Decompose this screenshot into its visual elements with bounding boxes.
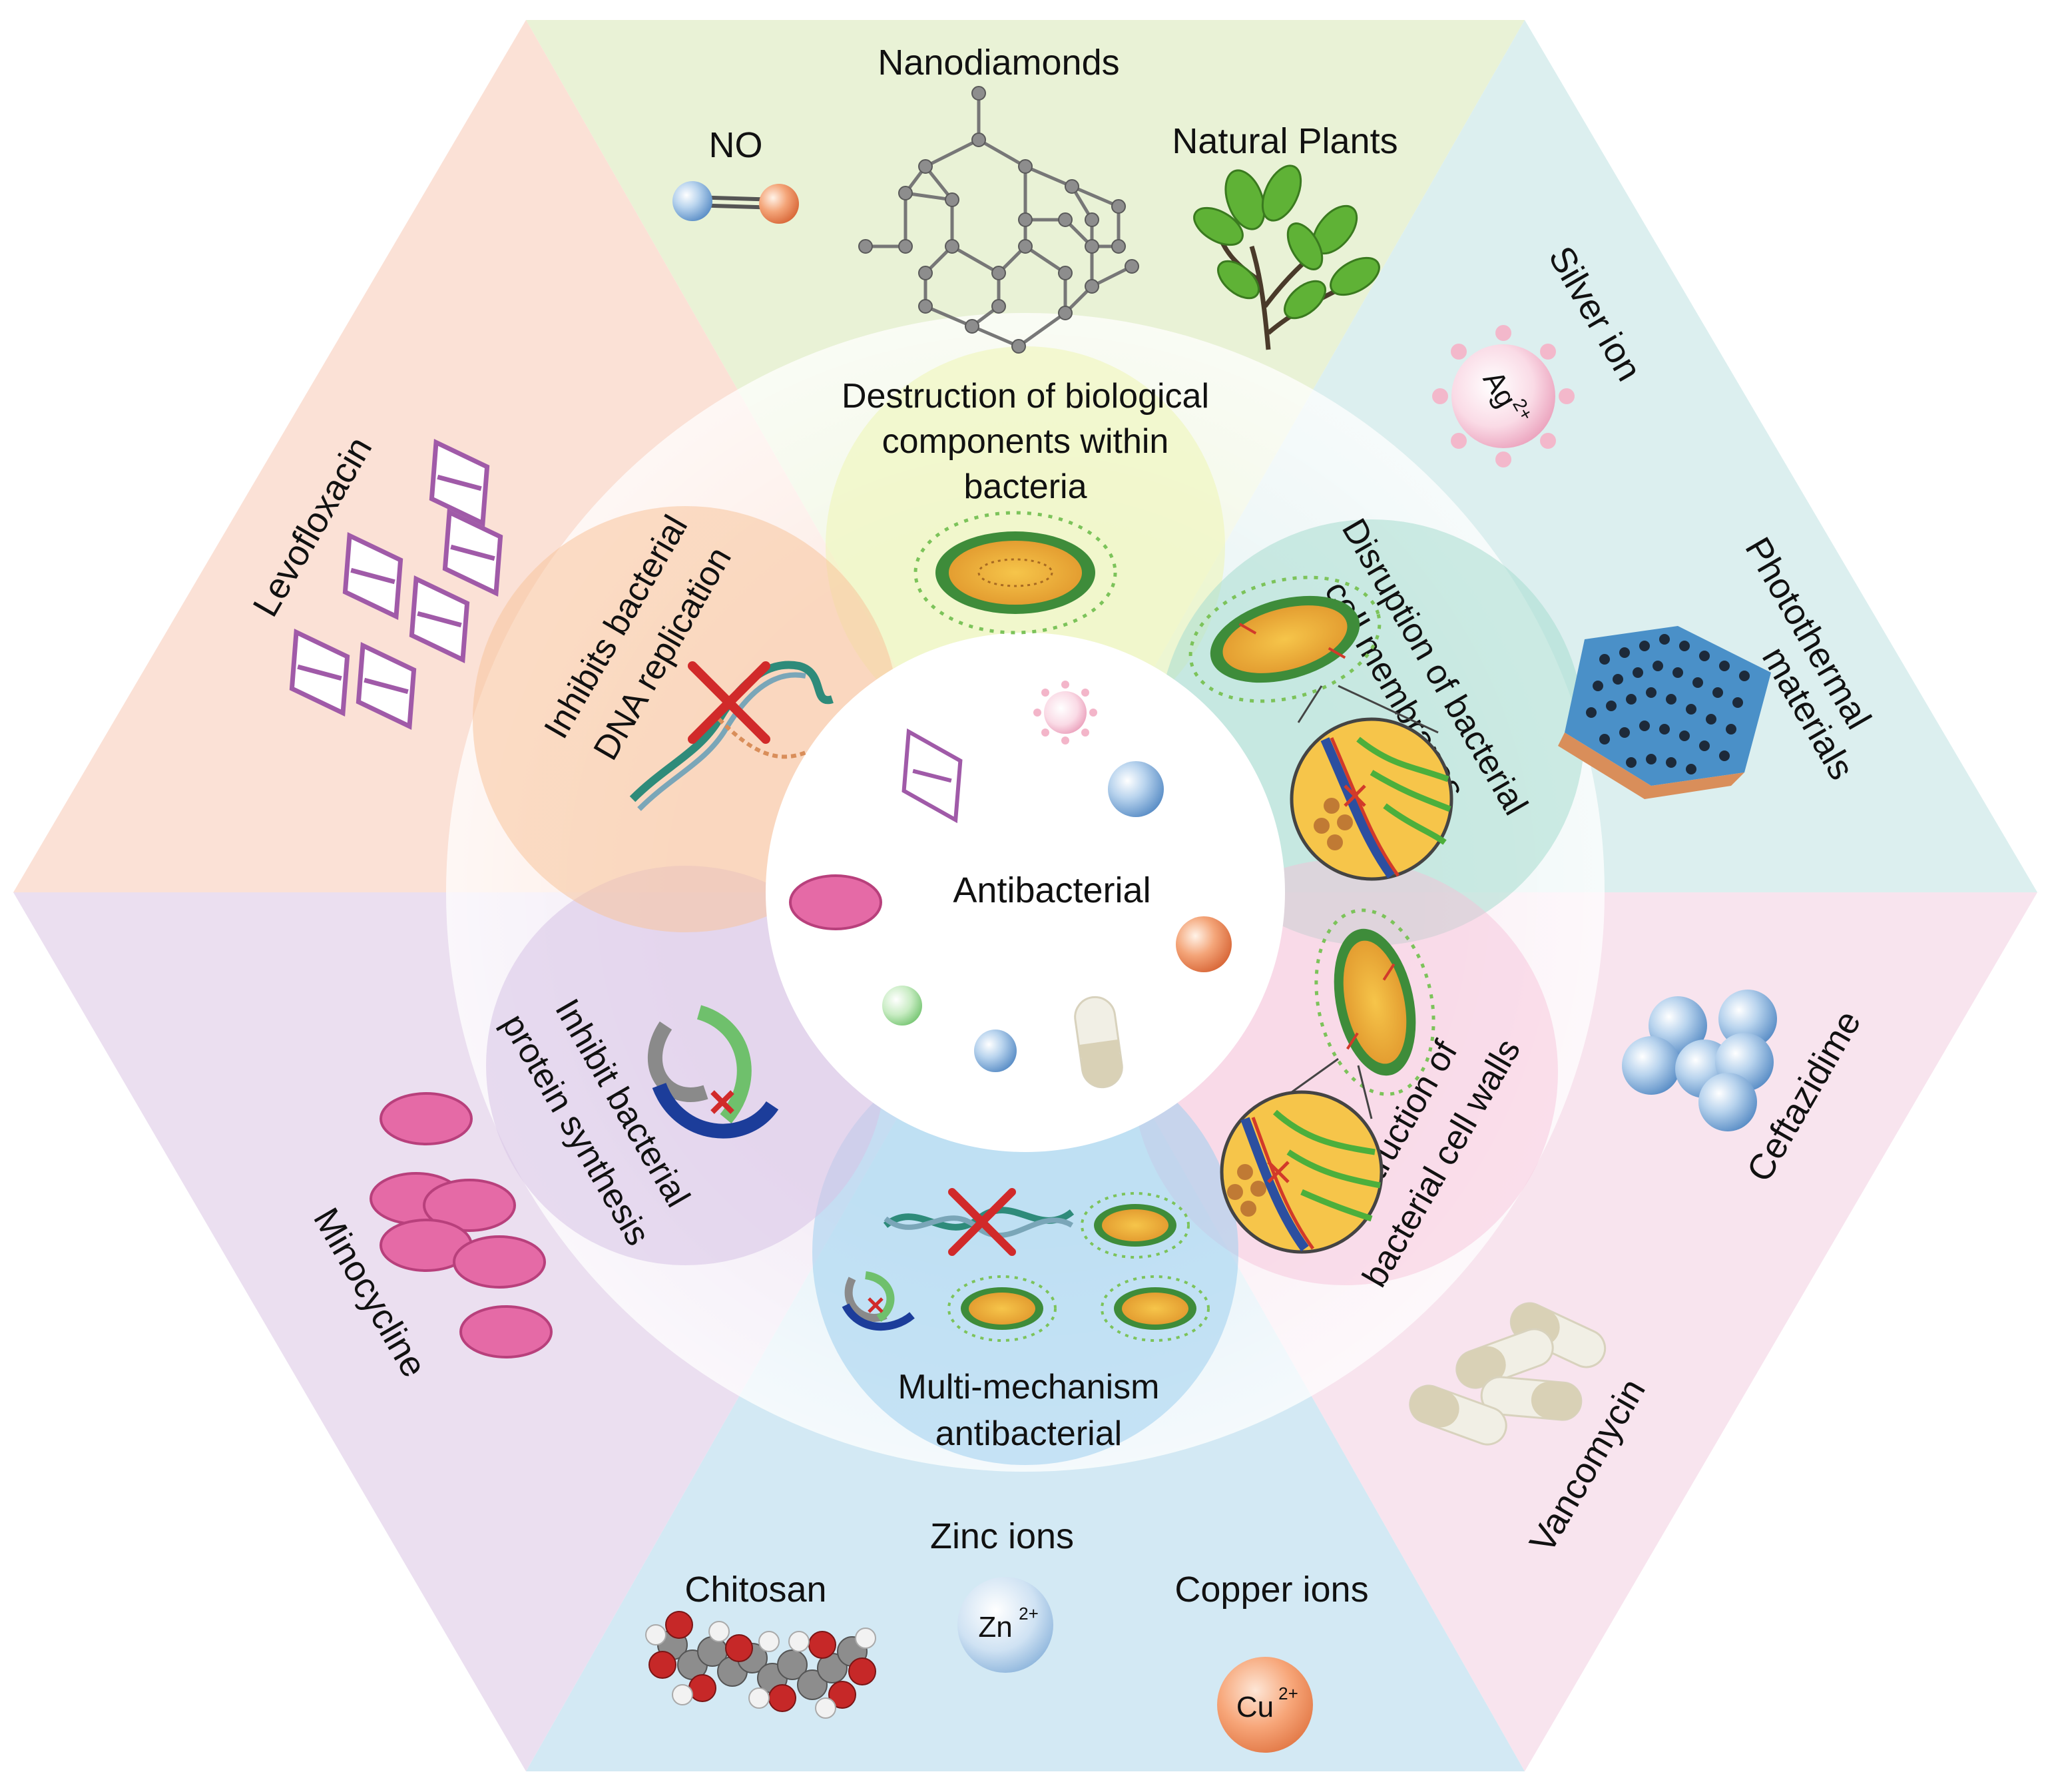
nanodiamonds-label: Nanodiamonds <box>878 43 1119 83</box>
center-label: Antibacterial <box>953 870 1151 910</box>
vancomycin-capsules-icon <box>1409 1302 1607 1446</box>
zinc-ions-label: Zinc ions <box>930 1516 1074 1556</box>
dna-crossed-icon <box>883 1188 1075 1256</box>
mechanism-top-line-3: bacteria <box>964 467 1087 506</box>
chitosan-molecule-icon <box>645 1611 876 1719</box>
center-icons: Antibacterial <box>789 681 1232 1089</box>
copper-symbol: Cu <box>1236 1691 1274 1723</box>
no-label: NO <box>709 125 763 165</box>
copper-ions-label: Copper ions <box>1174 1570 1368 1610</box>
sector-top-content: Nanodiamonds NO Natural Plants <box>672 43 1398 635</box>
bottom-bacterium-icon-3 <box>1101 1275 1210 1342</box>
pink-tablet-icon <box>789 874 882 930</box>
mechanism-top-line-2: components within <box>882 422 1169 461</box>
mechanism-top-line-1: Destruction of biological <box>842 377 1209 416</box>
membrane-bacterium-icon <box>1188 575 1382 703</box>
plant-icon <box>1193 164 1380 350</box>
ceftazidime-spheres-icon <box>1622 990 1777 1131</box>
no-molecule-icon <box>672 181 799 224</box>
bottom-bacterium-icon-1 <box>1081 1192 1190 1259</box>
bacterium-icon <box>913 511 1117 635</box>
natural-plants-label: Natural Plants <box>1172 121 1398 161</box>
orange-sphere-icon <box>1176 916 1232 972</box>
glow-bottom <box>812 1039 1238 1465</box>
silver-ion-particle-icon: Ag 2+ <box>1432 325 1575 467</box>
bottom-ribosome-icon <box>842 1271 915 1331</box>
nanodiamond-lattice-icon <box>858 86 1139 354</box>
silver-ion-icon <box>1033 681 1097 745</box>
copper-charge: 2+ <box>1278 1683 1298 1703</box>
membrane-zoom-icon <box>1290 685 1453 881</box>
copper-ion-icon: Cu 2+ <box>1217 1657 1313 1753</box>
cell-wall-zoom-icon <box>1220 1057 1384 1254</box>
chitosan-label: Chitosan <box>684 1570 826 1610</box>
dna-replication-crossed-icon <box>629 661 834 811</box>
zinc-charge: 2+ <box>1019 1604 1039 1624</box>
mechanism-bottom-line-2: antibacterial <box>935 1414 1122 1453</box>
ribosome-crossed-icon <box>647 1005 779 1139</box>
small-blue-sphere-icon <box>974 1030 1017 1072</box>
green-sphere-icon <box>882 986 922 1026</box>
capsule-icon <box>1074 996 1123 1089</box>
minocycline-tablets-icon <box>370 1092 553 1358</box>
levofloxacin-tablets-icon <box>289 439 503 730</box>
sector-bottom-content: Multi-mechanism antibacterial Zinc ions … <box>645 1188 1369 1753</box>
blue-sphere-icon <box>1108 761 1164 817</box>
photothermal-material-icon <box>1558 626 1771 799</box>
zinc-symbol: Zn <box>978 1611 1012 1643</box>
zinc-ion-icon: Zn 2+ <box>957 1577 1053 1673</box>
bottom-bacterium-icon-2 <box>947 1275 1057 1342</box>
mechanism-bottom-line-1: Multi-mechanism <box>898 1368 1160 1406</box>
diamond-tablet-icon <box>901 728 963 824</box>
